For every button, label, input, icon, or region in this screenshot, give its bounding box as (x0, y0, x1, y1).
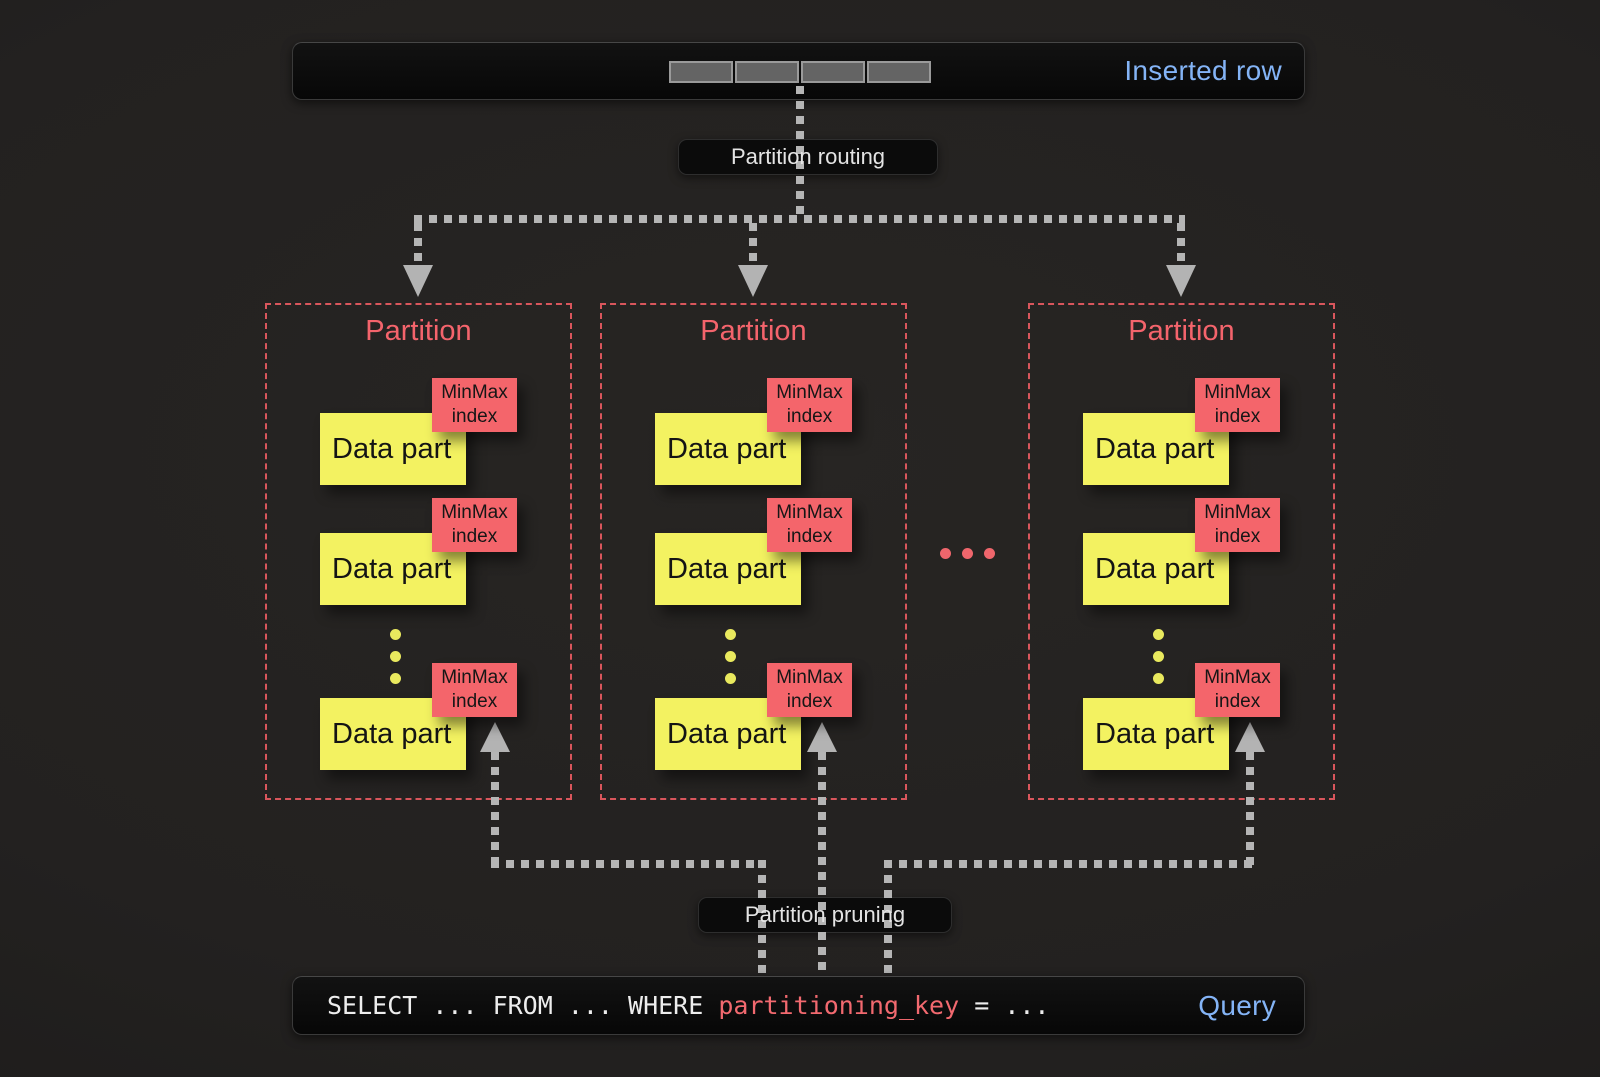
partition-box-2: Partition MinMax index Data part MinMax … (600, 303, 907, 800)
more-parts-dot-icon (725, 673, 736, 684)
sql-query-text: SELECT ... FROM ... WHERE partitioning_k… (327, 991, 1049, 1020)
more-parts-dot-icon (390, 651, 401, 662)
more-parts-dot-icon (390, 629, 401, 640)
more-partitions-dot-icon (984, 548, 995, 559)
partition-box-3: Partition MinMax index Data part MinMax … (1028, 303, 1335, 800)
row-segment (669, 61, 733, 83)
query-bar: SELECT ... FROM ... WHERE partitioning_k… (292, 976, 1305, 1035)
more-partitions-dot-icon (962, 548, 973, 559)
partition-pruning-pill: Partition pruning (698, 897, 952, 933)
minmax-index-box: MinMax index (767, 498, 852, 552)
minmax-index-box: MinMax index (432, 498, 517, 552)
pruning-stub-right (884, 860, 892, 976)
partition-title: Partition (365, 315, 472, 347)
more-parts-dot-icon (1153, 629, 1164, 640)
minmax-index-box: MinMax index (1195, 378, 1280, 432)
arrowhead-down-icon (403, 265, 433, 297)
minmax-index-box: MinMax index (432, 663, 517, 717)
partition-box-1: Partition MinMax index Data part MinMax … (265, 303, 572, 800)
pruning-elbow-line-left (491, 860, 766, 868)
routing-branch-line (414, 215, 1185, 223)
more-partitions-dots-icon (940, 548, 995, 559)
minmax-index-box: MinMax index (767, 663, 852, 717)
partition-title: Partition (700, 315, 807, 347)
more-parts-dot-icon (725, 629, 736, 640)
row-segment (867, 61, 931, 83)
sql-suffix: = ... (959, 991, 1050, 1020)
row-segment (801, 61, 865, 83)
query-label: Query (1198, 989, 1276, 1021)
sql-prefix: SELECT ... FROM ... WHERE (327, 991, 719, 1020)
inserted-row-label: Inserted row (1124, 55, 1282, 86)
data-part-box: Data part (320, 413, 466, 485)
partition-title: Partition (1128, 315, 1235, 347)
minmax-index-box: MinMax index (767, 378, 852, 432)
more-parts-dot-icon (1153, 673, 1164, 684)
pruning-line-partition-3 (1246, 752, 1254, 868)
arrowhead-down-icon (738, 265, 768, 297)
more-parts-dot-icon (390, 673, 401, 684)
row-segment (735, 61, 799, 83)
minmax-index-box: MinMax index (1195, 663, 1280, 717)
pruning-line-partition-1 (491, 752, 499, 868)
arrowhead-down-icon (1166, 265, 1196, 297)
pruning-elbow-line-right (884, 860, 1254, 868)
routing-connector-line (796, 86, 804, 219)
more-parts-dot-icon (1153, 651, 1164, 662)
inserted-row-segments-icon (669, 61, 931, 83)
branch-line-partition-3 (1177, 223, 1185, 267)
branch-line-partition-1 (414, 223, 422, 267)
branch-line-partition-2 (749, 223, 757, 267)
pruning-stub-left (758, 860, 766, 976)
minmax-index-box: MinMax index (1195, 498, 1280, 552)
partition-pruning-label: Partition pruning (744, 902, 906, 927)
pruning-line-partition-2 (818, 752, 826, 976)
minmax-index-box: MinMax index (432, 378, 517, 432)
partition-routing-label: Partition routing (730, 144, 886, 169)
sql-partitioning-key: partitioning_key (718, 991, 960, 1020)
more-partitions-dot-icon (940, 548, 951, 559)
more-parts-dot-icon (725, 651, 736, 662)
partition-routing-pill: Partition routing (678, 139, 938, 175)
